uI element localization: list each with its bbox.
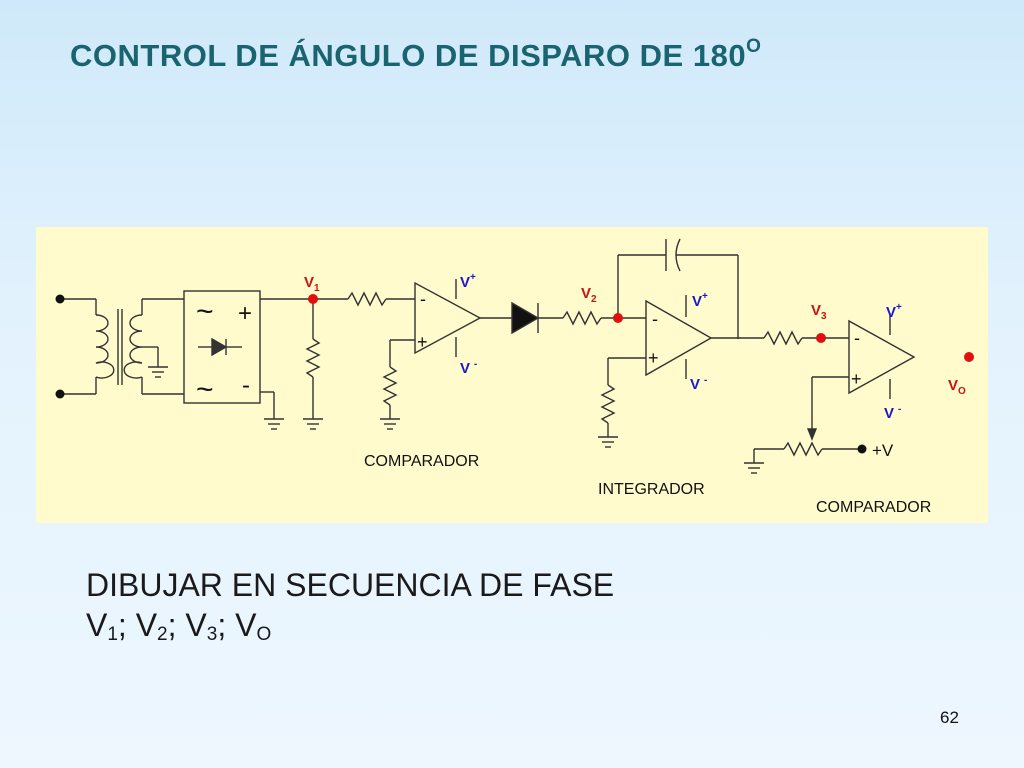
node-v1 xyxy=(308,294,318,304)
bridge-minus: - xyxy=(242,372,250,399)
instruction-line-2: V1; V2; V3; VO xyxy=(86,607,272,645)
c1-minus: - xyxy=(420,289,426,309)
label-v3: V3 xyxy=(811,302,827,322)
int-minus: - xyxy=(652,309,658,329)
int-vplus: V+ xyxy=(692,291,708,310)
potentiometer xyxy=(744,441,862,474)
diode xyxy=(511,301,563,335)
c2-vplus: V+ xyxy=(886,302,902,321)
int-plus: + xyxy=(648,348,659,368)
slide-title: CONTROL DE ÁNGULO DE DISPARO DE 180O xyxy=(70,36,762,73)
caption-comparador-1: COMPARADOR xyxy=(364,453,479,470)
caption-integrador: INTEGRADOR xyxy=(598,481,705,498)
circuit-diagram: ~ ~ + - - + - + - + V+ V- V+ V- V+ V- V1… xyxy=(36,227,988,523)
comparator-2 xyxy=(806,313,916,441)
c1-plus: + xyxy=(417,332,428,352)
transformer xyxy=(60,298,184,395)
instruction-line-1: DIBUJAR EN SECUENCIA DE FASE xyxy=(86,567,615,603)
caption-comparador-2: COMPARADOR xyxy=(816,499,931,516)
int-vminus: V- xyxy=(690,375,707,393)
bridge-plus: + xyxy=(238,300,252,327)
label-vo: VO xyxy=(948,377,966,397)
comparator-1 xyxy=(380,279,512,430)
label-v1: V1 xyxy=(304,274,320,294)
integrator xyxy=(598,238,764,448)
node-vo xyxy=(964,352,974,362)
c1-vminus: V- xyxy=(460,359,477,377)
label-v2: V2 xyxy=(581,285,597,305)
node-v3 xyxy=(816,333,826,343)
rectifier-bridge xyxy=(183,290,313,430)
c2-vminus: V- xyxy=(884,404,901,422)
page-number: 62 xyxy=(940,708,959,727)
node-v2 xyxy=(613,313,623,323)
c2-plus: + xyxy=(851,369,862,389)
c1-vplus: V+ xyxy=(460,272,476,291)
node-markers xyxy=(308,294,974,362)
terminals xyxy=(55,294,867,454)
bridge-ac-top: ~ xyxy=(196,295,214,328)
bridge-ac-bottom: ~ xyxy=(196,373,214,406)
instruction-text: DIBUJAR EN SECUENCIA DE FASE V1; V2; V3;… xyxy=(86,565,614,655)
circuit-schematic: ~ ~ + - - + - + - + V+ V- V+ V- V+ V- V1… xyxy=(55,238,974,516)
label-ref-voltage: +V xyxy=(872,441,894,460)
c2-minus: - xyxy=(854,328,860,348)
